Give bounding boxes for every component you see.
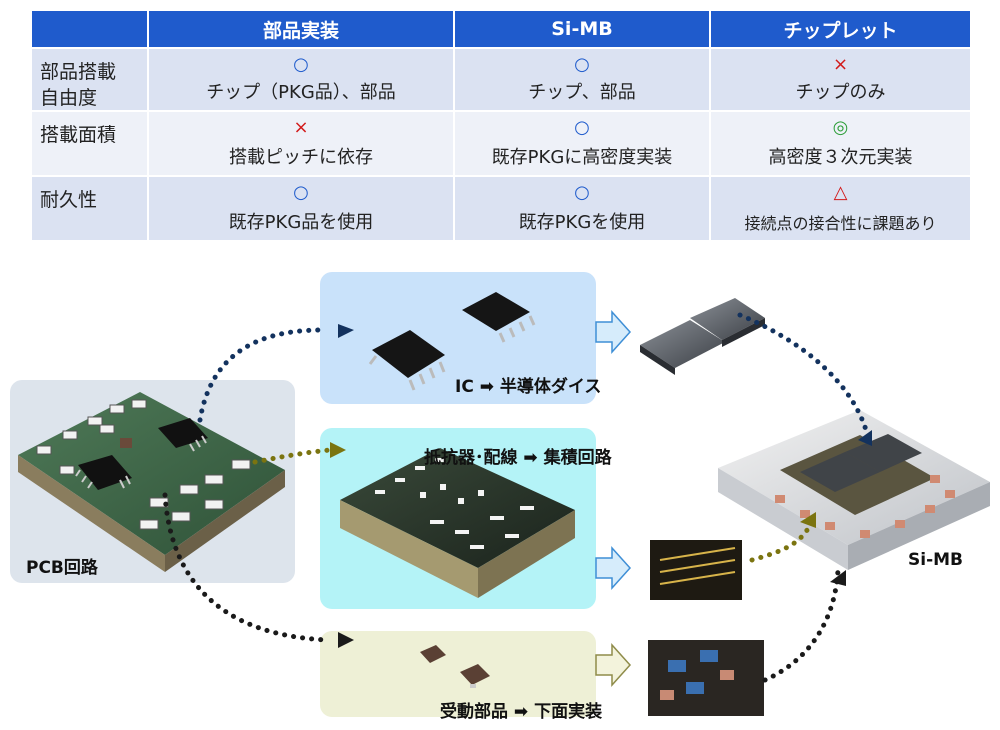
passive-component-illustration	[420, 645, 490, 688]
ic-panel	[320, 272, 596, 404]
row-label-mounting-area: 搭載面積	[40, 124, 117, 146]
table-header-si-mb: Si-MB	[455, 11, 709, 47]
integrated-circuit-board-illustration	[340, 448, 575, 598]
rating-mark: ○	[574, 117, 590, 138]
dotted-path-pcb-to-ic	[197, 327, 325, 423]
rating-mark: ◎	[832, 117, 849, 138]
table-row: 耐久性 ○ 既存PKG品を使用 ○ 既存PKGを使用 △ 接続点の接合性に課題あ…	[32, 175, 970, 240]
cell-text: 接続点の接合性に課題あり	[744, 214, 937, 233]
rating-mark: ○	[293, 54, 309, 75]
cell-text: 既存PKGを使用	[518, 212, 646, 233]
arrow-wiring-to-ic	[595, 546, 632, 590]
cell-text: 既存PKG品を使用	[228, 212, 374, 233]
table-row: 搭載面積 × 搭載ピッチに依存 ○ 既存PKGに高密度実装 ◎ 高密度３次元実装	[32, 110, 970, 175]
arrowhead-icon	[330, 442, 346, 458]
integrated-circuit-chip-illustration	[650, 540, 742, 600]
table-header-empty	[32, 11, 147, 47]
table-header-chiplet: チップレット	[711, 11, 970, 47]
pcb-label: PCB回路	[26, 558, 98, 578]
arrowhead-icon	[830, 570, 846, 586]
row-label-durability: 耐久性	[40, 189, 98, 211]
rating-mark: ○	[574, 54, 590, 75]
rating-mark: ○	[574, 182, 590, 203]
arrowhead-icon	[338, 632, 354, 648]
ic-package-illustration	[368, 292, 536, 391]
comparison-table: 部品実装 Si-MB チップレット 部品搭載 自由度 ○ チップ（PKG品）、部…	[32, 11, 970, 240]
arrow-passive-to-bottom	[595, 643, 632, 687]
arrowhead-icon	[858, 430, 872, 446]
row-label-mounting-freedom: 部品搭載 自由度	[40, 61, 117, 109]
arrowhead-icon	[338, 324, 354, 338]
dotted-path-pcb-to-passive	[162, 492, 331, 643]
passive-label: 受動部品 ➡ 下面実装	[440, 702, 603, 722]
semiconductor-die-illustration	[640, 298, 765, 375]
table-header-row: 部品実装 Si-MB チップレット	[32, 11, 970, 47]
table-header-parts-mounting: 部品実装	[149, 11, 453, 47]
dotted-path-pcb-to-wiring	[252, 447, 333, 465]
rating-mark: ×	[293, 117, 309, 138]
pcb-board-illustration	[18, 392, 285, 572]
si-mb-module-illustration	[718, 410, 990, 570]
cell-text: チップ（PKG品）、部品	[206, 82, 396, 103]
cell-text: 搭載ピッチに依存	[229, 147, 373, 168]
cell-text: 既存PKGに高密度実装	[491, 147, 673, 168]
rating-mark: ○	[293, 182, 309, 203]
table-row: 部品搭載 自由度 ○ チップ（PKG品）、部品 ○ チップ、部品 × チップのみ	[32, 47, 970, 110]
cell-text: 高密度３次元実装	[768, 147, 913, 168]
rating-mark: ×	[832, 54, 849, 75]
passive-panel	[320, 631, 596, 717]
dotted-path-die-to-simb	[737, 312, 869, 433]
arrowhead-icon	[800, 512, 816, 528]
wiring-label: 抵抗器･配線 ➡ 集積回路	[424, 448, 612, 468]
dotted-path-bottom-to-simb	[762, 567, 841, 683]
arrow-ic-to-die	[595, 310, 632, 354]
cell-text: チップのみ	[795, 82, 886, 103]
si-mb-label: Si-MB	[908, 550, 964, 570]
cell-text: チップ、部品	[528, 82, 636, 103]
ic-label: IC ➡ 半導体ダイス	[455, 377, 602, 397]
dotted-path-ic-to-simb	[749, 522, 813, 563]
rating-mark: △	[833, 182, 848, 203]
bottom-mounted-passive-illustration	[648, 640, 764, 716]
